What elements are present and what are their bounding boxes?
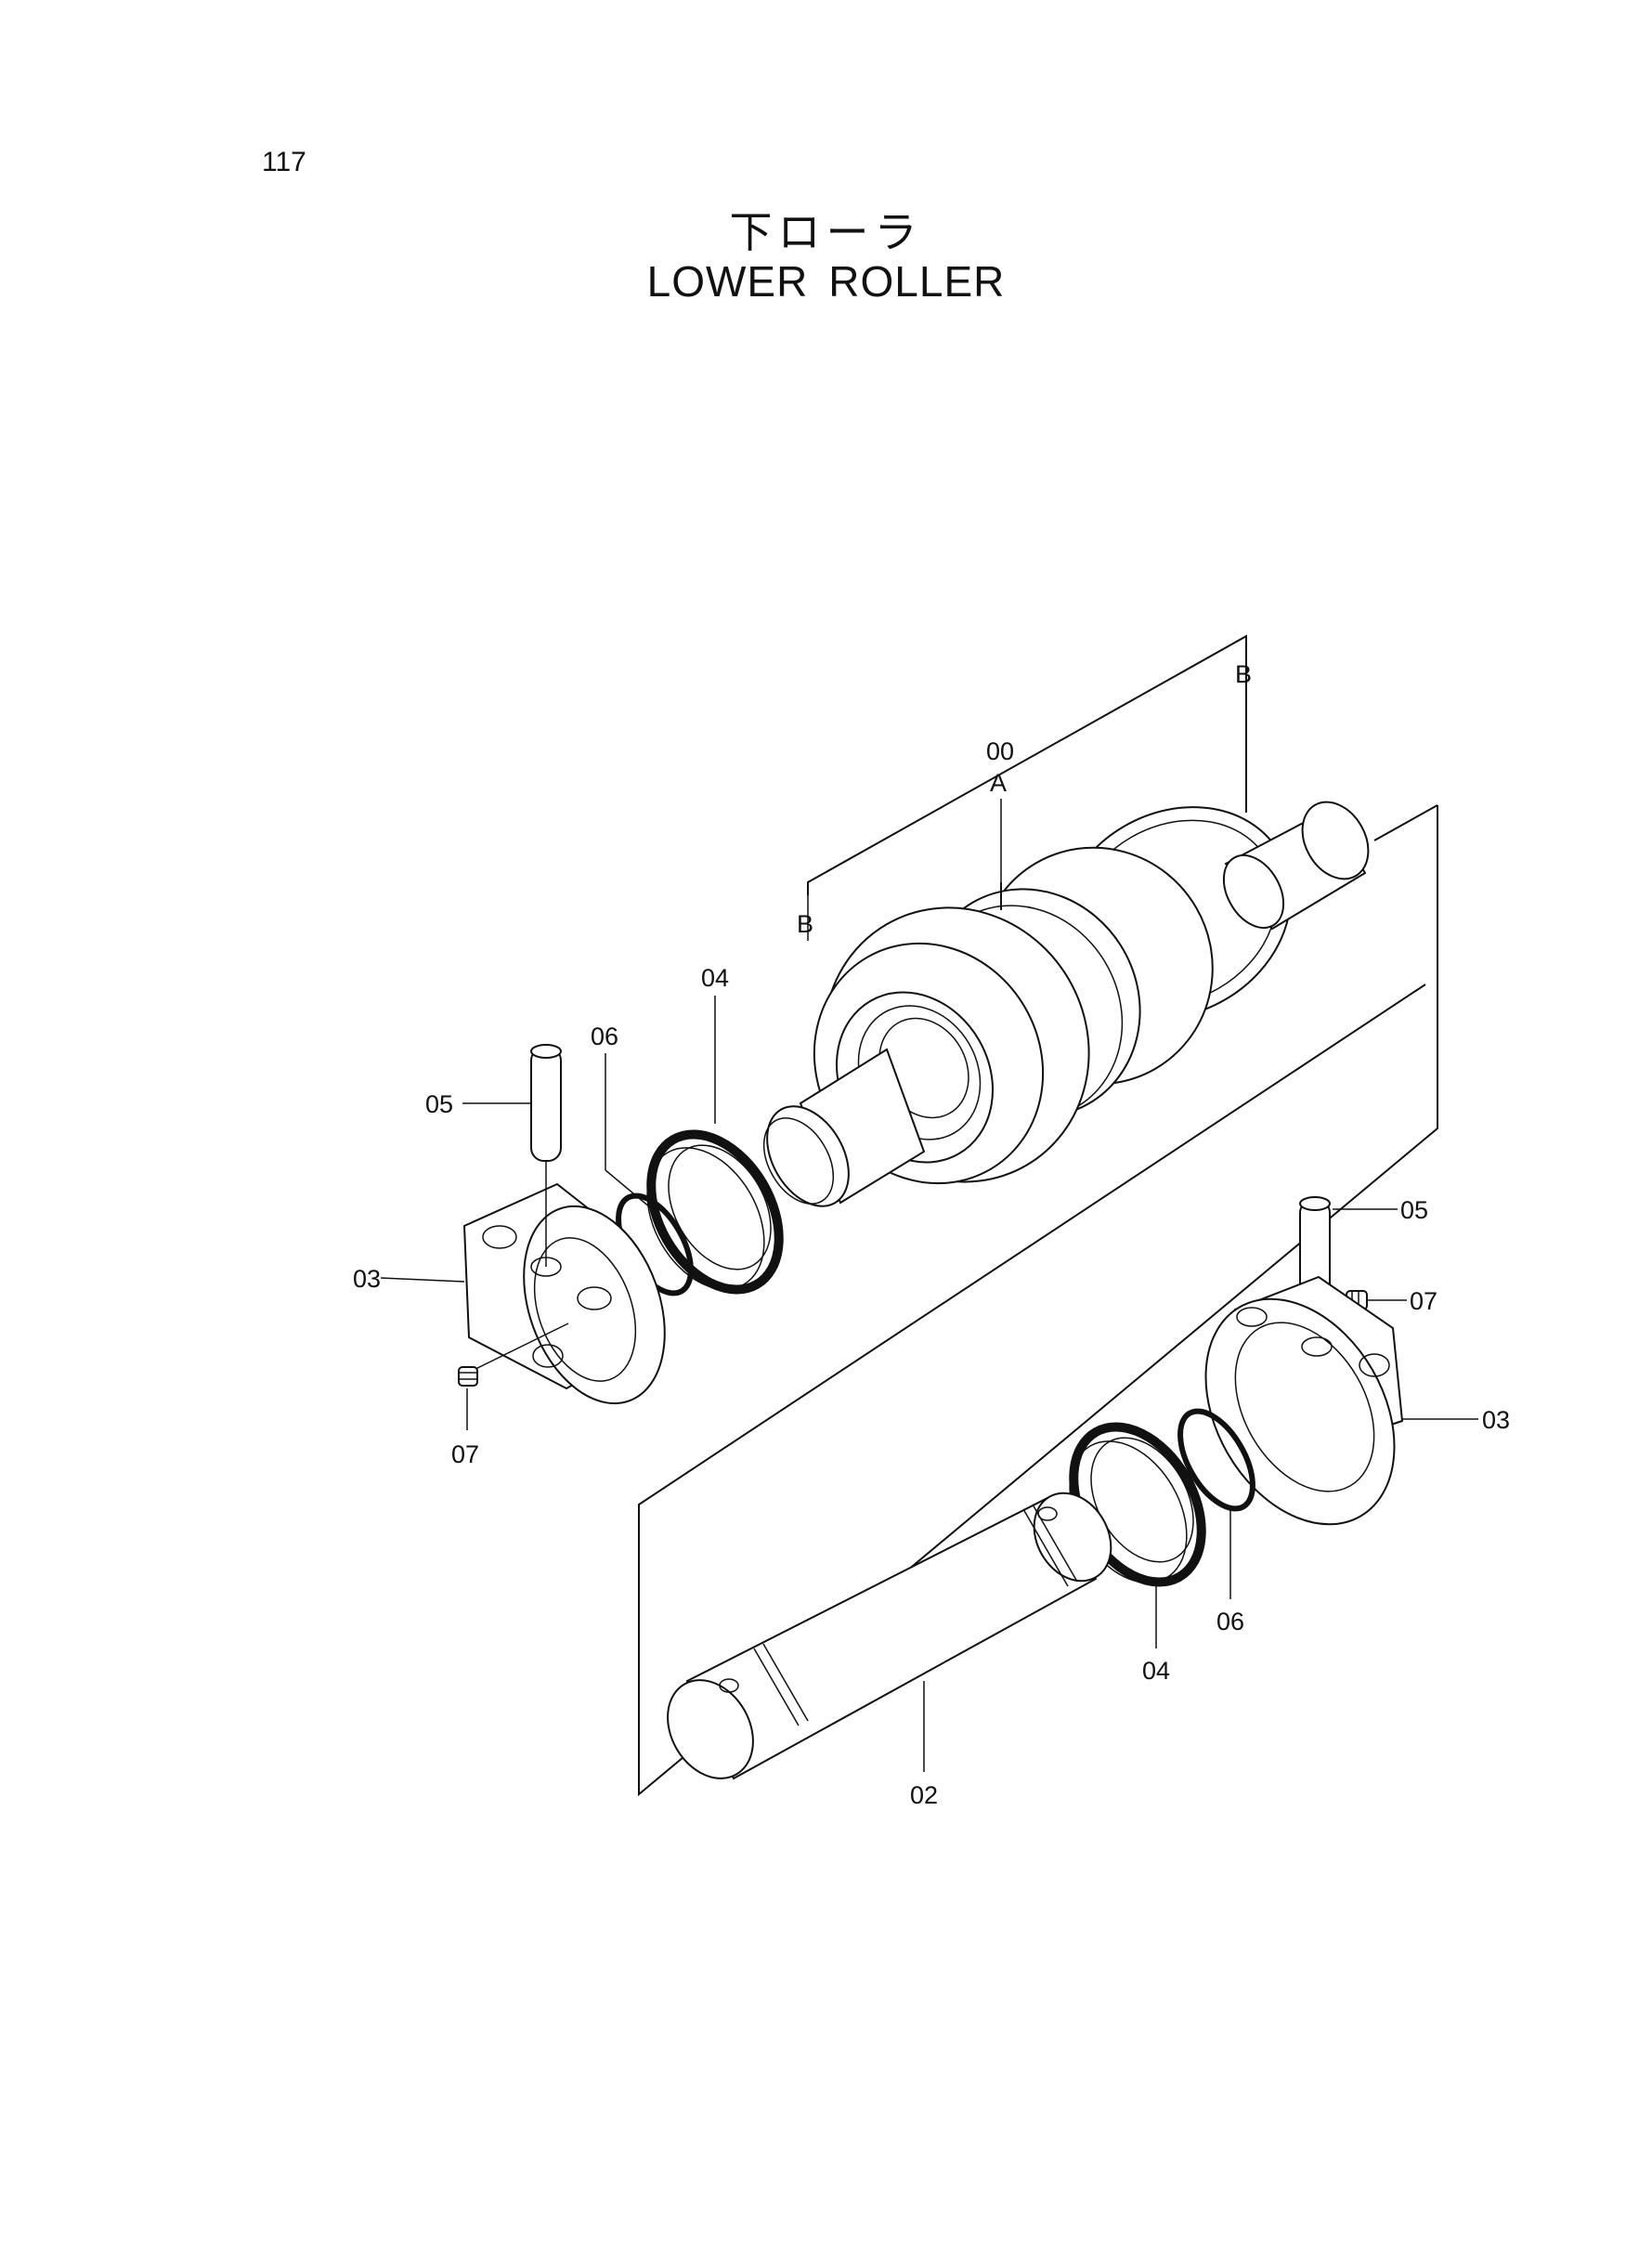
callout-03-right: 03 xyxy=(1482,1406,1510,1434)
callout-05-right: 05 xyxy=(1400,1196,1428,1224)
callout-06-bottom: 06 xyxy=(1216,1608,1244,1635)
callout-07-right: 07 xyxy=(1410,1287,1437,1315)
callout-b-left: B xyxy=(797,910,813,938)
callout-labels: 00 A B B 04 06 05 03 07 05 07 03 04 06 0… xyxy=(353,660,1510,1809)
callout-00: 00 xyxy=(986,737,1014,765)
callout-04-bottom: 04 xyxy=(1142,1657,1170,1685)
roller-left-shaft xyxy=(762,1048,926,1207)
title-word-2: ROLLER xyxy=(828,257,1006,306)
set-screw-left xyxy=(458,1366,478,1387)
callout-03-left: 03 xyxy=(353,1265,381,1293)
title-word-1: LOWER xyxy=(646,257,809,306)
leader-lines xyxy=(380,641,1478,1772)
callout-b-right: B xyxy=(1235,660,1252,688)
o-ring-bottom xyxy=(1177,1408,1255,1512)
collar-left xyxy=(462,1161,666,1405)
assembly-outline-box xyxy=(638,804,1438,1797)
page-title-english: LOWER ROLLER xyxy=(0,256,1652,306)
page-title-japanese: 下ローラ xyxy=(729,207,923,257)
page-number: 117 xyxy=(262,147,306,177)
callout-07-left: 07 xyxy=(451,1440,479,1468)
callout-a: A xyxy=(990,769,1007,797)
shaft xyxy=(667,1492,1112,1780)
roller-right-shaft xyxy=(1222,801,1370,931)
callout-04-top: 04 xyxy=(701,964,729,992)
pin-top xyxy=(530,1044,562,1162)
callout-05-left: 05 xyxy=(425,1090,453,1118)
callout-02: 02 xyxy=(910,1781,938,1809)
callout-06-top: 06 xyxy=(591,1023,618,1050)
